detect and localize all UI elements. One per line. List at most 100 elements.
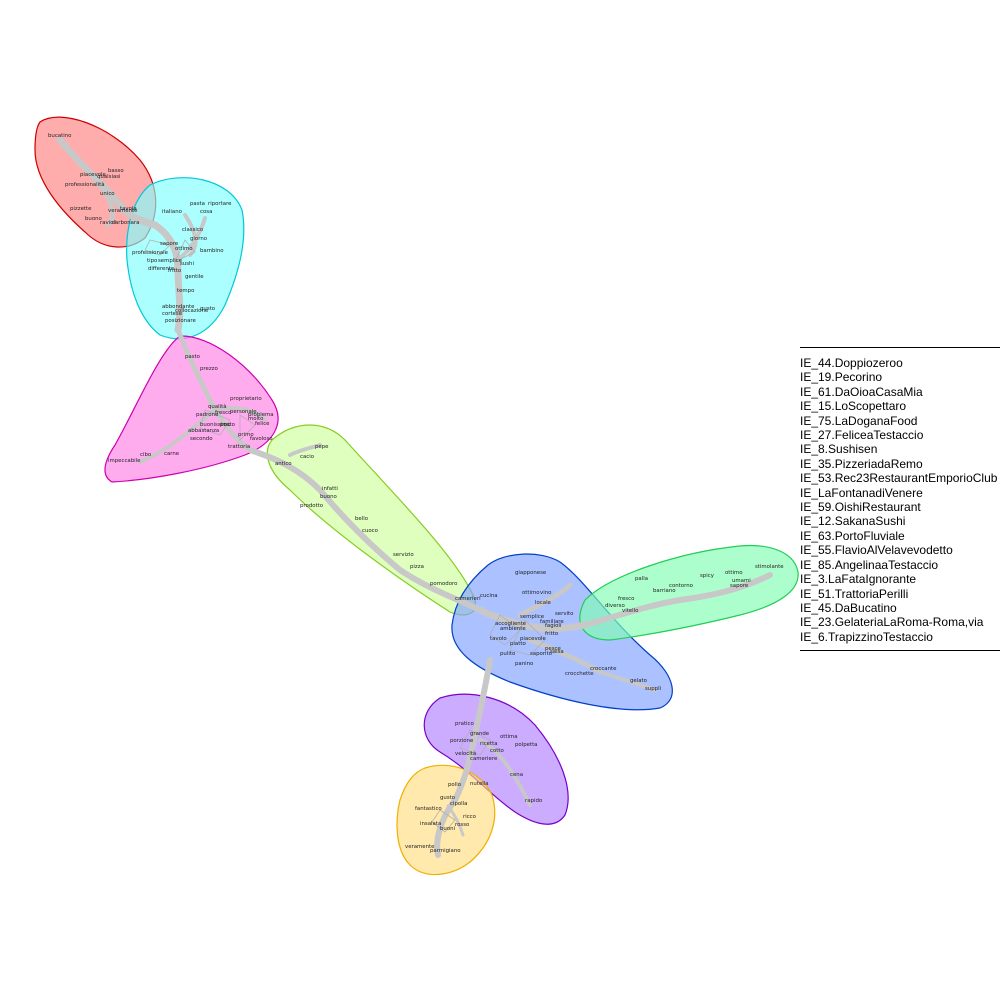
word-label: favoloso (250, 436, 273, 442)
word-label: gusto (440, 795, 455, 801)
network-edges (56, 136, 773, 858)
word-label: differente (148, 266, 175, 272)
word-label: pulito (500, 651, 515, 657)
legend-item: IE_55.FlavioAlVelavevodetto (800, 543, 953, 558)
word-label: veramente (405, 844, 435, 850)
word-label: fritto (545, 631, 558, 637)
legend-item: IE_75.LaDoganaFood (800, 413, 918, 428)
word-label: ottima (500, 734, 518, 740)
word-label: veramente (108, 208, 138, 214)
word-label: buono (320, 494, 337, 500)
word-label: problema (248, 412, 274, 418)
word-label: pratico (455, 721, 474, 727)
word-label: velocità (455, 750, 476, 757)
legend-item: IE_53.Rec23RestaurantEmporioClub (800, 471, 998, 486)
word-label: pizzette (70, 206, 92, 212)
word-label: qualsiasi (97, 174, 121, 180)
word-label: fresco (618, 596, 634, 602)
word-label: professionale (132, 250, 169, 256)
word-label: semplice (158, 258, 183, 264)
word-label: panino (515, 661, 533, 667)
word-label: cacio (300, 454, 314, 460)
legend-item: IE_15.LoScopettaro (800, 399, 907, 414)
legend-item: IE_63.PortoFluviale (800, 528, 905, 543)
word-label: molto (248, 416, 263, 422)
word-label: giorno (190, 236, 207, 242)
word-label: semplice (520, 614, 545, 620)
word-label: pizza (410, 564, 424, 570)
word-label: piatto (510, 641, 526, 647)
word-label: cibo (140, 452, 151, 458)
word-label: sapore (730, 583, 749, 589)
word-label: buono (85, 216, 102, 222)
word-label: diverso (605, 603, 625, 609)
word-label: tavolo (490, 636, 507, 642)
word-label: fantastico (415, 806, 442, 812)
word-label: vitello (622, 608, 638, 614)
word-label: secondo (190, 436, 213, 442)
word-label: pasta (190, 201, 205, 207)
word-label: cucina (480, 593, 498, 599)
word-label: pepe (315, 444, 329, 450)
word-label: pasto (185, 354, 200, 360)
legend-item: IE_8.Sushisen (800, 442, 878, 457)
word-label: crocchette (565, 671, 594, 677)
word-label: unico (100, 191, 115, 197)
word-label: gelato (630, 678, 647, 684)
legend-item: IE_85.AngelinaaTestaccio (800, 557, 939, 572)
word-label: supplì (645, 685, 662, 692)
legend-item: IE_3.LaFataIgnorante (800, 572, 917, 587)
word-label: carbonara (112, 220, 139, 226)
legend-item: IE_27.FeliceaTestaccio (800, 428, 924, 443)
cluster-magenta (104, 335, 279, 483)
word-label: polpetta (515, 742, 538, 748)
word-label: felice (255, 421, 270, 427)
cluster-blue (451, 553, 673, 711)
word-label: trattoria (228, 444, 250, 450)
word-label: posto (220, 422, 235, 428)
word-label: camerieri (455, 596, 481, 602)
word-label: cuoco (362, 528, 378, 534)
cluster-cyan (126, 177, 245, 340)
word-label: ricco (463, 814, 476, 820)
word-label: bello (355, 516, 368, 522)
word-label: fresco (215, 410, 231, 416)
legend-top-rule (800, 347, 1000, 348)
legend-item: IE_6.TrapizzinoTestaccio (800, 629, 933, 644)
word-label: fritto (168, 268, 181, 274)
word-label: prezzo (200, 366, 218, 372)
word-label: tempo (177, 288, 194, 294)
word-label: basso (108, 168, 124, 174)
legend-bottom-rule (800, 650, 1000, 652)
word-label: pesce (545, 646, 562, 652)
word-labels: bucatinobassopiacevolequalsiasiprofessio… (48, 133, 784, 854)
word-label: cosa (200, 209, 212, 215)
word-label: pollo (448, 782, 461, 788)
legend-item: IE_61.DaOioaCasaMia (800, 384, 923, 399)
word-label: ottimo (725, 570, 743, 576)
word-label: abbondante (162, 304, 195, 310)
word-label: servito (555, 611, 573, 617)
cluster-green (579, 544, 799, 641)
word-label: salsa (550, 649, 564, 655)
word-label: qualità (208, 403, 227, 410)
word-label: gentile (185, 274, 204, 280)
word-label: barriano (653, 588, 676, 594)
word-label: fagioli (545, 623, 561, 629)
legend-item: IE_23.GelateriaLaRoma-Roma,via (800, 615, 984, 630)
word-label: contorno (669, 583, 693, 589)
word-label: insalata (420, 821, 441, 827)
word-label: bambino (200, 248, 224, 254)
word-label: sapore (160, 241, 179, 247)
word-label: padrone (196, 412, 219, 418)
word-label: ambiente (500, 626, 526, 632)
word-label: ottimo (522, 590, 540, 596)
cluster-purple (423, 693, 569, 825)
word-label: porzione (450, 738, 474, 744)
word-label: abbastanza (188, 428, 219, 434)
legend: IE_44.Doppiozeroo IE_19.Pecorino IE_61.D… (800, 347, 1000, 652)
cluster-hulls (34, 116, 799, 876)
word-label: gusto (200, 306, 215, 312)
word-label: infatti (322, 486, 338, 492)
word-label: umami (732, 578, 751, 584)
